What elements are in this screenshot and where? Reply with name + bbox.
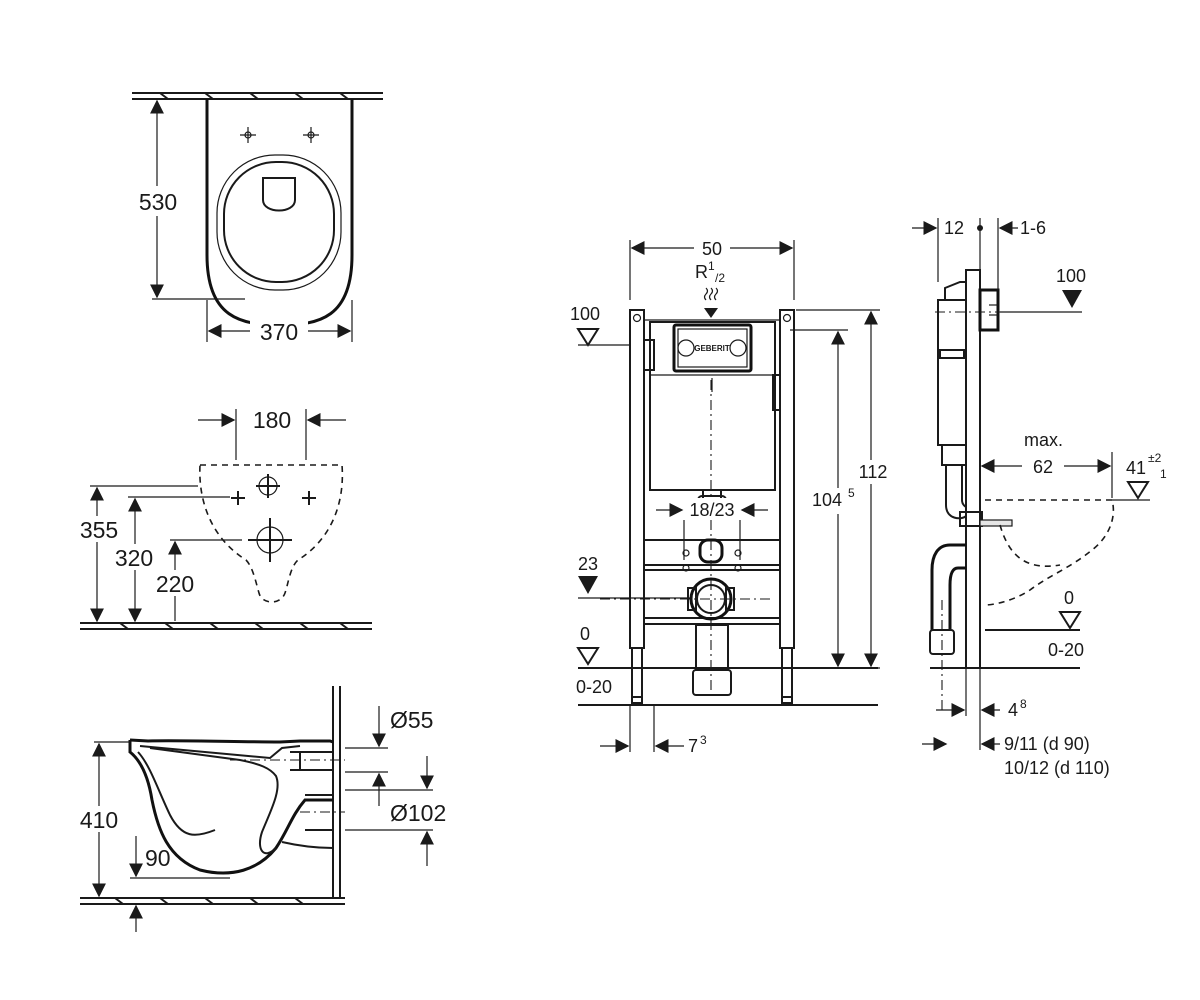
- seat-outline: [216, 154, 342, 291]
- bowl-side-outline: [129, 738, 334, 744]
- front-level-23-label: 23: [578, 554, 598, 574]
- outlet-mark: [248, 518, 292, 562]
- side-level-zero-label: 0: [1064, 588, 1074, 608]
- drain-connection: [689, 577, 733, 621]
- bowl-width-label: 370: [260, 319, 298, 345]
- front-level-100-label: 100: [570, 304, 600, 324]
- side-drain-bend: [930, 543, 966, 630]
- side-level-100-marker-icon: [1062, 290, 1082, 308]
- side-height-label: 410: [80, 807, 118, 833]
- seat-hinge: [262, 177, 296, 212]
- outlet-stub: [305, 794, 333, 831]
- inlet-diameter-label: Ø55: [390, 707, 433, 733]
- wall-hatch: [132, 92, 383, 100]
- side-cistern: [937, 299, 967, 446]
- front-height-total-label: 112: [859, 462, 888, 482]
- floor-hatch: [80, 622, 372, 630]
- front-height-inner-label: 104: [812, 490, 842, 510]
- rear-height-320-label: 320: [115, 545, 153, 571]
- hole-mark-left: [240, 127, 256, 143]
- supply-label-sup: 1: [708, 259, 715, 273]
- side-level-zero-marker-icon: [1058, 611, 1082, 630]
- frame-foot-right: [781, 647, 793, 704]
- side-bowl-height-label: 41: [1126, 458, 1146, 478]
- cistern-body: [649, 321, 776, 491]
- frame-upright-left: [629, 309, 645, 649]
- front-floor-range-label: 0-20: [576, 677, 612, 697]
- bowl-rim-inner: [139, 745, 301, 760]
- drain-pipe: [695, 624, 729, 671]
- side-top-gap-label: 12: [944, 218, 964, 238]
- frame-front-view: GEBERIT 50 R 1 /2 100 23: [570, 234, 891, 756]
- front-foot-offset-sup: 3: [700, 733, 707, 747]
- frame-foot-left: [631, 647, 643, 704]
- supply-label: R: [695, 262, 708, 282]
- side-level-100-label: 100: [1056, 266, 1086, 286]
- level-23-marker-icon: [578, 576, 598, 594]
- front-bolt-spacing-label: 18/23: [689, 500, 734, 520]
- side-tolerance-plus: ±2: [1148, 451, 1162, 465]
- flush-plate: [672, 323, 753, 373]
- side-foot-offset-label: 4: [1008, 700, 1018, 720]
- side-flush-plate: [978, 288, 1000, 332]
- front-height-inner-sup: 5: [848, 486, 855, 500]
- bowl-top-outline: [205, 99, 354, 327]
- water-inlet-mark: [256, 474, 280, 498]
- frame-width-label: 50: [702, 239, 722, 259]
- front-level-zero-label: 0: [580, 624, 590, 644]
- side-max-label: max.: [1024, 430, 1063, 450]
- bolt-mark-right: [302, 491, 316, 505]
- side-floor-hatch: [80, 897, 345, 905]
- bowl-top-view: 530 370: [132, 92, 383, 345]
- rear-bolt-spacing-label: 180: [253, 407, 291, 433]
- side-tolerance-minus: 1: [1160, 467, 1167, 481]
- frame-side-view: 12 1-6 100 max. 62 41 ±2 1 0 0-20 4 8 9/…: [912, 218, 1167, 778]
- seat-inner: [223, 161, 335, 283]
- side-bowl-height-marker-icon: [1126, 481, 1150, 500]
- bolt-mark-left: [231, 491, 245, 505]
- level-zero-marker-icon: [576, 647, 600, 666]
- side-adjust-range-label: 1-6: [1020, 218, 1046, 238]
- level-100-marker-icon: [576, 328, 600, 347]
- supply-arrow-icon: [704, 308, 718, 318]
- front-foot-offset-label: 7: [688, 736, 698, 756]
- supply-label-sub: /2: [715, 271, 725, 285]
- bowl-inner-wall: [137, 751, 216, 836]
- frame-upright-right: [779, 309, 795, 649]
- side-offset-label: 90: [145, 845, 171, 871]
- side-center-point-icon: [977, 225, 983, 231]
- side-bowl-outline: [984, 499, 1115, 606]
- side-foot-offset-sup: 8: [1020, 697, 1027, 711]
- side-pipe-offset-110-label: 10/12 (d 110): [1004, 758, 1110, 778]
- side-projection-label: 62: [1033, 457, 1053, 477]
- rear-height-220-label: 220: [156, 571, 194, 597]
- hole-right-icon: [307, 131, 315, 139]
- outlet-diameter-label: Ø102: [390, 800, 446, 826]
- bowl-rear-view: 180 355 320 220: [78, 407, 372, 630]
- inlet-stub: [290, 751, 333, 771]
- water-supply-icon: [703, 287, 719, 301]
- side-frame-upright: [965, 269, 981, 669]
- brand-logo: GEBERIT: [694, 344, 730, 353]
- hole-mark-right: [303, 127, 319, 143]
- side-pipe-offset-90-label: 9/11 (d 90): [1004, 734, 1090, 754]
- rear-height-355-label: 355: [80, 517, 118, 543]
- side-floor-range-label: 0-20: [1048, 640, 1084, 660]
- bowl-depth-label: 530: [139, 189, 177, 215]
- bowl-side-view: 410 90 Ø55 Ø102: [76, 686, 446, 932]
- hole-left-icon: [244, 131, 252, 139]
- side-flush-pipe: [945, 465, 967, 520]
